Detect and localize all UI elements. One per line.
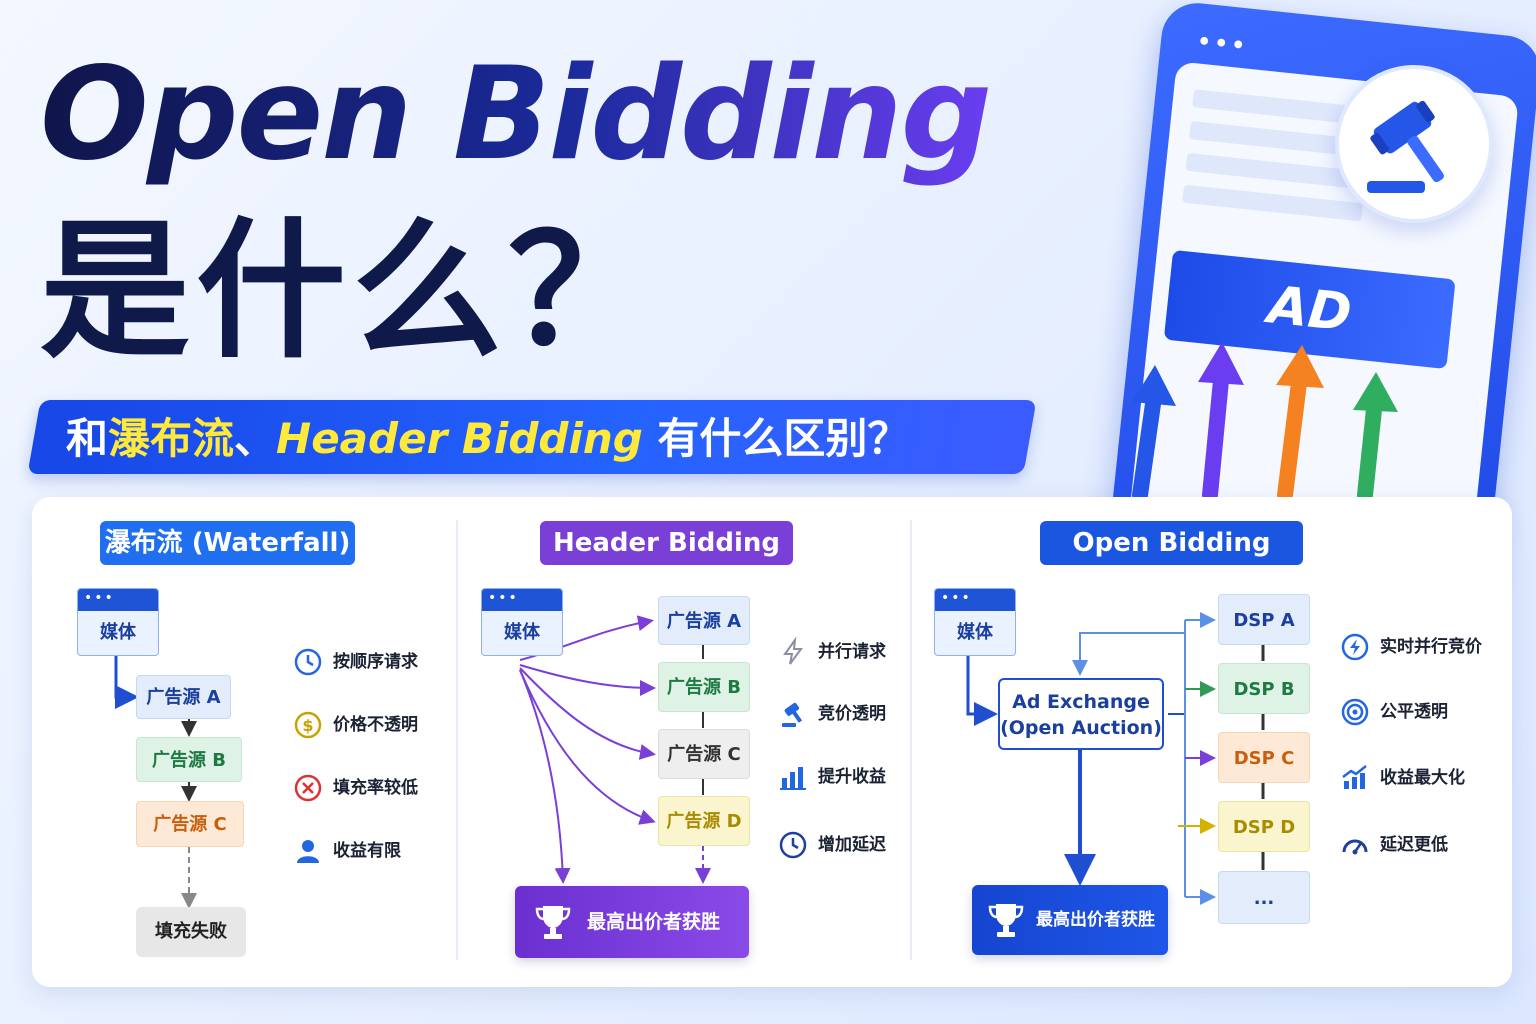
feature-label: 公平透明 [1380,702,1448,722]
error-icon [294,774,322,802]
hb-feature: 增加延迟 [778,830,886,860]
growth-chart-icon [1342,765,1367,789]
trophy-icon [988,904,1024,937]
feature-label: 收益有限 [333,841,401,861]
dsp-d: DSP D [1218,801,1310,852]
ob-feature: 实时并行竞价 [1340,632,1482,662]
waterfall-feature: 按顺序请求 [293,647,418,677]
winner-label: 最高出价者获胜 [1036,910,1155,930]
section-divider [910,520,912,960]
rising-arrows-icon [1132,342,1398,500]
gavel-icon [1367,100,1444,193]
hb-feature: 提升收益 [778,762,886,792]
gavel-badge [1335,65,1493,223]
feature-label: 实时并行竞价 [1380,637,1482,657]
winner-label: 最高出价者获胜 [587,911,721,933]
target-icon [1341,698,1369,726]
window-dots: ••• [78,589,158,611]
hb-source-d: 广告源 D [658,796,750,846]
ob-feature: 公平透明 [1340,697,1448,727]
lightning-icon [783,637,803,665]
media-label: 媒体 [957,622,993,643]
phone-window-dots: ••• [1195,29,1250,60]
gavel-small-icon [782,702,803,727]
headline-title: Open Bidding [40,40,992,190]
clock-icon [779,831,807,859]
exchange-label: Ad Exchange [1012,691,1150,713]
hb-feature: 竞价透明 [778,699,886,729]
window-dots: ••• [935,589,1015,611]
dsp-a: DSP A [1218,594,1310,645]
ob-media-node: ••• 媒体 [934,588,1016,656]
subtitle-header-bidding: Header Bidding [276,414,643,463]
svg-text:$: $ [302,716,313,735]
waterfall-feature: 填充率较低 [293,773,418,803]
ob-feature: 收益最大化 [1340,763,1465,793]
feature-label: 提升收益 [818,767,886,787]
clock-icon [294,648,322,676]
subtitle-prefix: 和 [66,414,109,463]
dsp-b: DSP B [1218,663,1310,714]
hb-winner-box: 最高出价者获胜 [515,886,749,958]
realtime-icon [1341,633,1369,661]
ad-exchange-node: Ad Exchange (Open Auction) [998,678,1164,750]
speedometer-icon [1342,839,1368,855]
user-icon [297,840,319,863]
exchange-sublabel: (Open Auction) [1000,717,1162,739]
feature-label: 收益最大化 [1380,768,1465,788]
section-divider [456,520,458,960]
window-dots: ••• [482,589,562,611]
hb-source-a: 广告源 A [658,596,750,645]
media-label: 媒体 [100,622,136,643]
subtitle-separator: 、 [234,414,277,463]
headline-question: 是什么？ [40,205,665,379]
trophy-icon [535,906,571,939]
hb-source-b: 广告源 B [658,662,750,712]
subtitle-suffix: 有什么区别？ [642,414,910,463]
bar-chart-icon [780,767,806,790]
screen-line [1182,184,1364,222]
waterfall-media-node: ••• 媒体 [77,588,159,656]
ob-feature: 延迟更低 [1340,830,1448,860]
waterfall-fill-failed: 填充失败 [136,907,246,957]
waterfall-feature: 收益有限 [293,836,401,866]
headline-text: Open Bidding [40,40,992,189]
feature-label: 按顺序请求 [333,652,418,672]
waterfall-source-b: 广告源 B [136,737,242,782]
dsp-more: ... [1218,871,1310,924]
feature-label: 增加延迟 [818,835,886,855]
hb-feature: 并行请求 [778,637,886,667]
waterfall-feature: $ 价格不透明 [293,710,418,740]
waterfall-title: 瀑布流 (Waterfall) [100,521,355,565]
feature-label: 填充率较低 [333,778,418,798]
ob-winner-box: 最高出价者获胜 [972,885,1168,955]
waterfall-source-a: 广告源 A [136,675,231,719]
header-bidding-title: Header Bidding [540,521,793,565]
dsp-c: DSP C [1218,732,1310,783]
open-bidding-title: Open Bidding [1040,521,1303,565]
waterfall-source-c: 广告源 C [136,801,244,847]
feature-label: 价格不透明 [333,715,418,735]
feature-label: 竞价透明 [818,704,886,724]
hb-source-c: 广告源 C [658,729,750,779]
media-label: 媒体 [504,622,540,643]
dollar-icon: $ [294,711,322,739]
hb-media-node: ••• 媒体 [481,588,563,656]
subtitle-waterfall: 瀑布流 [108,414,235,463]
subtitle-text: 和瀑布流、Header Bidding 有什么区别？ [66,404,909,474]
feature-label: 延迟更低 [1380,835,1448,855]
feature-label: 并行请求 [818,642,886,662]
